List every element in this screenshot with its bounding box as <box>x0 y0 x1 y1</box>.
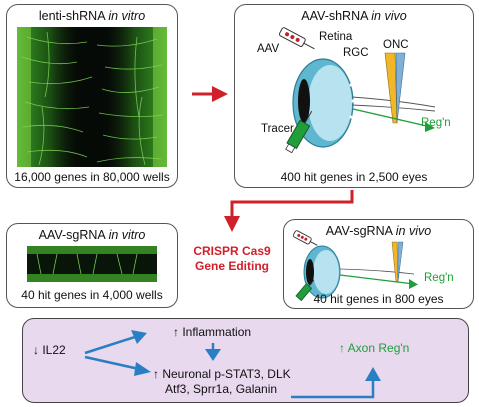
micrograph-image <box>27 246 157 282</box>
inflammation-label: ↑ Inflammation <box>173 325 252 339</box>
up-arrow-icon: ↑ <box>153 367 159 381</box>
up-arrow-icon: ↑ <box>339 341 345 355</box>
neurite-micrograph <box>27 246 157 282</box>
tracer-syringe-icon <box>295 279 315 302</box>
micrograph-image <box>17 27 167 167</box>
pathway-panel: ↓ IL22 ↑ Inflammation ↑ Neuronal p-STAT3… <box>22 318 469 403</box>
eye-schematic <box>278 27 436 154</box>
panel-caption: 40 hit genes in 4,000 wells <box>21 288 163 302</box>
eye-icon <box>303 245 341 299</box>
panel-lenti-shrna-in-vitro: lenti-shRNA in vitro <box>6 4 178 188</box>
up-arrow-icon: ↑ <box>173 325 179 339</box>
panel-aav-sgrna-in-vitro: AAV-sgRNA in vitro 40 hit genes in 4,000… <box>6 223 178 308</box>
aav-vial-icon <box>292 230 318 246</box>
eye-schematic <box>292 230 418 302</box>
crispr-line-2: Gene Editing <box>194 259 269 273</box>
down-arrow-icon: ↓ <box>33 343 39 357</box>
label-regn: Reg'n <box>421 117 451 129</box>
panel-title: AAV-sgRNA in vitro <box>38 228 146 242</box>
il22-label: ↓ IL22 <box>33 343 66 357</box>
panel-aav-shrna-in-vivo: AAV-shRNA in vivo <box>234 4 474 188</box>
panel-title: AAV-shRNA in vivo <box>301 9 407 23</box>
label-aav: AAV <box>257 43 280 55</box>
axon-regn-label: ↑ Axon Reg'n <box>339 341 410 355</box>
panel-caption: 400 hit genes in 2,500 eyes <box>280 170 428 184</box>
label-regn: Reg'n <box>424 272 454 284</box>
pathway-arrows <box>84 330 381 399</box>
panel-aav-sgrna-in-vivo: AAV-sgRNA in vivo Reg'n 40 hit genes in … <box>283 219 474 309</box>
neurite-micrograph <box>17 27 167 167</box>
label-retina: Retina <box>319 31 353 43</box>
panel-caption: 16,000 genes in 80,000 wells <box>14 170 170 184</box>
onc-forceps-icon <box>391 241 404 283</box>
label-onc: ONC <box>383 39 409 51</box>
label-tracer: Tracer <box>261 123 294 135</box>
aav-vial-icon <box>278 27 315 50</box>
panel-title: AAV-sgRNA in vivo <box>325 224 432 238</box>
tracer-syringe-icon <box>285 110 313 154</box>
crispr-line-1: CRISPR Cas9 <box>193 244 271 258</box>
panel-caption: 40 hit genes in 800 eyes <box>313 292 444 306</box>
red-arrow-right <box>192 86 228 102</box>
neuronal-label: ↑ Neuronal p-STAT3, DLK Atf3, Sprr1a, Ga… <box>153 367 291 396</box>
crispr-label: CRISPR Cas9 Gene Editing <box>182 244 282 274</box>
onc-forceps-icon <box>384 52 406 124</box>
label-rgc: RGC <box>343 47 369 59</box>
panel-title: lenti-shRNA in vitro <box>38 9 146 23</box>
